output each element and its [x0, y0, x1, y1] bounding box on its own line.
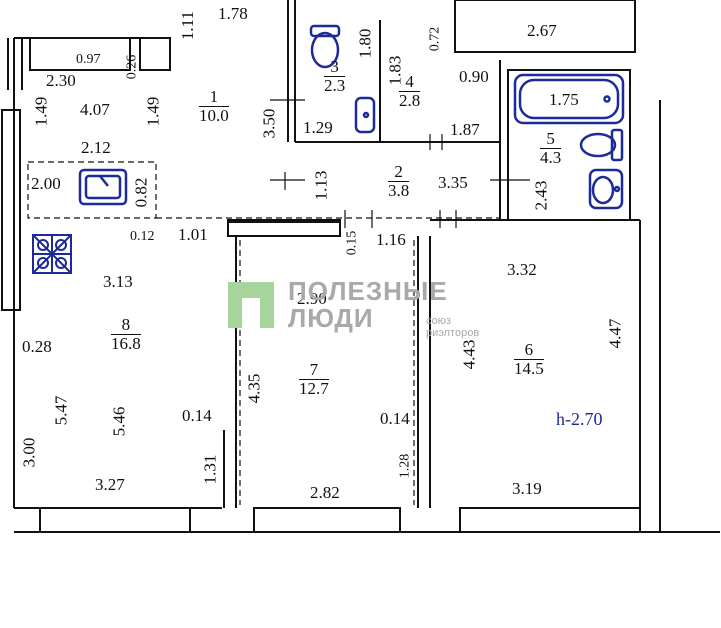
dimension-label: 4.07: [80, 100, 110, 119]
toilet-icon: [309, 24, 341, 69]
toilet-icon: [579, 128, 624, 162]
bathtub-icon: [513, 73, 625, 125]
stove-icon: [32, 234, 72, 274]
dimension-label: 0.82: [131, 177, 151, 208]
dimension-label: 0.14: [182, 406, 212, 425]
dimension-label: 5.47: [51, 395, 71, 426]
dimension-label: 2.30: [46, 71, 76, 90]
dimension-label: 1.13: [311, 170, 331, 201]
sink-icon: [354, 96, 376, 134]
dimension-label: 1.87: [450, 120, 480, 139]
dimension-label: 1.29: [303, 118, 333, 137]
dimension-label: 1.31: [200, 454, 220, 485]
dimension-label: 1.78: [218, 4, 248, 23]
dimension-label: 1.49: [143, 96, 163, 127]
ceiling-height: h-2.70: [556, 409, 603, 429]
dimension-label: 3.35: [438, 173, 468, 192]
dimension-label: 0.12: [130, 229, 155, 244]
bathtub-length: 1.75: [549, 90, 579, 109]
sink-icon: [588, 168, 624, 210]
dimension-label: 0.97: [76, 52, 101, 67]
dimension-label: 1.49: [31, 96, 51, 127]
dimension-label: 4.43: [459, 339, 479, 370]
dimension-label: 0.14: [380, 409, 410, 428]
dimension-label: 3.13: [103, 272, 133, 291]
dimension-label: 2.67: [527, 21, 557, 40]
dimension-label: 3.00: [19, 437, 39, 468]
watermark-subtitle: союз риэлторов: [426, 315, 480, 339]
dimension-label: 1.80: [355, 28, 375, 59]
dimension-label: 3.32: [507, 260, 537, 279]
watermark-logo-icon: [228, 281, 274, 328]
dimension-label: 1.01: [178, 225, 208, 244]
dimension-label: 2.12: [81, 138, 111, 157]
watermark-text: ПОЛЕЗНЫЕ ЛЮДИ: [288, 276, 448, 333]
dimension-label: 1.83: [385, 55, 405, 86]
dimension-label: 2.43: [531, 180, 551, 211]
dimension-label: 4.47: [605, 318, 625, 349]
dimension-label: 0.28: [22, 337, 52, 356]
dimension-label: 2.82: [310, 483, 340, 502]
dimension-label: 1.28: [397, 453, 413, 479]
dimension-label: 0.15: [344, 230, 360, 256]
watermark: ПОЛЕЗНЫЕ ЛЮДИ союз риэлторов: [228, 276, 479, 338]
dimension-label: 0.26: [124, 54, 140, 80]
dimension-label: 1.11: [178, 10, 198, 41]
dimension-label: 3.27: [95, 475, 125, 494]
dimension-label: 3.50: [259, 108, 279, 139]
dimension-label: 4.35: [244, 373, 264, 404]
dimension-label: 5.46: [109, 406, 129, 437]
dimension-label: 2.90: [297, 289, 327, 308]
dimension-label: 0.72: [427, 26, 443, 52]
kitchen-sink-icon: [78, 168, 128, 206]
dimension-label: 2.00: [31, 174, 61, 193]
dimension-label: 3.19: [512, 479, 542, 498]
dimension-label: 0.90: [459, 67, 489, 86]
dimension-label: 1.16: [376, 230, 406, 249]
